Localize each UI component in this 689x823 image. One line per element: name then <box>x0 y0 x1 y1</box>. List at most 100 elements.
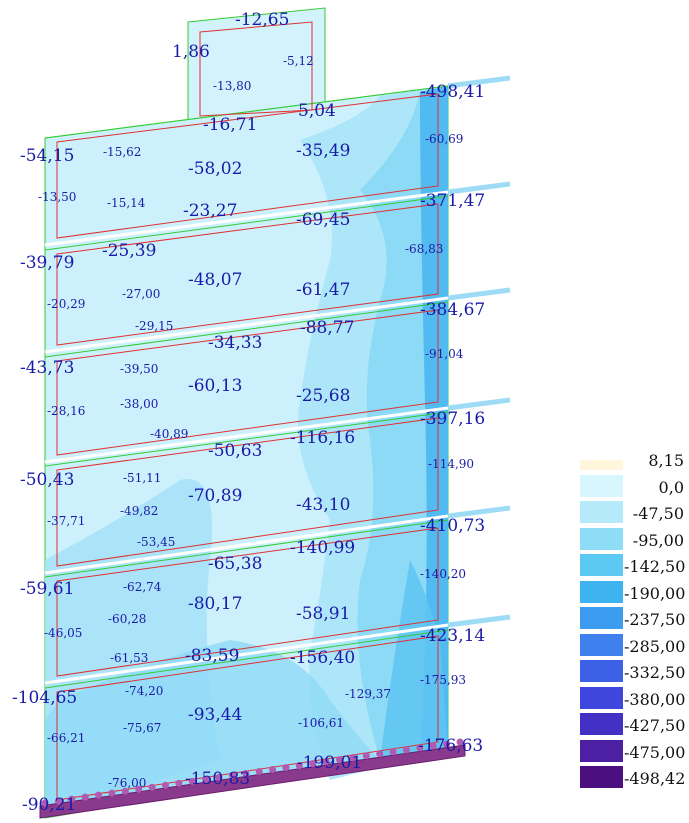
legend-row: 0,0 <box>580 474 685 499</box>
legend-row: -142,50 <box>580 554 685 578</box>
contour-value-label: -88,77 <box>300 318 355 338</box>
legend-value: -475,00 <box>624 742 686 762</box>
legend-value: -427,50 <box>624 716 686 735</box>
contour-value-label: -13,80 <box>213 79 252 93</box>
contour-value-label: -176,63 <box>418 736 484 756</box>
contour-value-label: -60,28 <box>108 612 147 626</box>
support-node <box>68 795 76 803</box>
support-bumps <box>41 738 464 807</box>
contour-value-label: -74,20 <box>125 684 164 698</box>
legend-value: -190,00 <box>624 583 686 603</box>
contour-value-label: -5,12 <box>283 54 314 68</box>
support-node <box>54 797 62 805</box>
legend-swatch <box>580 527 623 550</box>
contour-value-label: -39,79 <box>20 253 75 273</box>
contour-value-label: -53,45 <box>137 535 176 549</box>
contour-value-label: -46,05 <box>44 626 83 640</box>
legend-value: -380,00 <box>624 689 686 709</box>
contour-value-label: -20,29 <box>47 297 86 311</box>
contour-value-label: -83,59 <box>185 646 240 666</box>
support-node <box>95 791 103 799</box>
contour-value-label: -34,33 <box>208 333 263 353</box>
contour-value-label: -25,68 <box>296 386 351 406</box>
support-node <box>456 738 464 746</box>
legend-row: -475,00 <box>580 739 686 764</box>
contour-value-label: -371,47 <box>420 191 486 211</box>
contour-value-label: -58,91 <box>296 604 351 624</box>
support-node <box>295 762 303 770</box>
legend-row: -380,00 <box>580 686 686 711</box>
legend-swatch <box>580 607 623 629</box>
support-node <box>175 779 183 787</box>
support-node <box>242 769 250 777</box>
contour-value-label: -65,38 <box>208 554 263 574</box>
contour-value-label: -69,45 <box>296 210 351 230</box>
support-node <box>202 775 210 783</box>
contour-value-label: -116,16 <box>290 428 356 448</box>
contour-value-label: -140,99 <box>290 538 356 558</box>
contour-value-label: -61,47 <box>296 280 351 300</box>
contour-value-label: -80,17 <box>188 594 243 614</box>
support-node <box>135 785 143 793</box>
support-node <box>429 742 437 750</box>
support-node <box>215 773 223 781</box>
contour-value-label: -156,40 <box>290 648 356 668</box>
contour-value-label: -66,21 <box>47 731 86 745</box>
contour-value-label: -93,44 <box>188 705 243 725</box>
contour-value-label: -106,61 <box>298 716 345 730</box>
legend-row: -498,42 <box>580 766 685 790</box>
contour-value-label: -75,67 <box>123 721 162 735</box>
contour-value-label: -28,16 <box>47 404 86 418</box>
contour-value-label: -384,67 <box>420 300 486 320</box>
legend-row: 8,15 <box>580 448 685 472</box>
contour-value-label: 1,86 <box>172 42 210 62</box>
legend-row: -427,50 <box>580 713 685 737</box>
legend-row: -285,00 <box>580 633 686 658</box>
legend-value: -47,50 <box>632 504 684 523</box>
legend-swatch <box>580 580 623 603</box>
support-node <box>255 768 263 776</box>
foundation-support <box>39 744 466 819</box>
support-node <box>336 756 344 764</box>
support-node <box>148 783 156 791</box>
legend-swatch <box>580 660 623 682</box>
contour-value-label: -50,63 <box>208 441 263 461</box>
legend-value: -95,00 <box>632 530 684 550</box>
legend-value: -285,00 <box>624 636 686 656</box>
contour-value-label: 5,04 <box>298 101 336 121</box>
contour-value-label: -76,00 <box>108 776 147 790</box>
support-node <box>161 781 169 789</box>
legend-swatch <box>580 633 623 656</box>
contour-value-label: -62,74 <box>123 580 162 594</box>
contour-value-label: -175,93 <box>420 673 467 687</box>
legend-value: -332,50 <box>624 663 686 682</box>
contour-value-label: -43,10 <box>296 495 351 515</box>
contour-value-label: -91,04 <box>425 347 464 361</box>
support-node <box>402 746 410 754</box>
contour-value-label: -140,20 <box>420 567 467 581</box>
contour-value-label: -150,83 <box>185 769 251 789</box>
support-node <box>188 777 196 785</box>
support-node <box>362 752 370 760</box>
support-node <box>322 758 330 766</box>
contour-value-label: -40,89 <box>150 427 189 441</box>
contour-value-label: -104,65 <box>12 688 78 708</box>
contour-value-label: -48,07 <box>188 270 243 290</box>
contour-value-label: -38,00 <box>120 397 159 411</box>
support-node <box>269 766 277 774</box>
support-node <box>389 748 397 756</box>
contour-value-label: -15,62 <box>103 145 142 159</box>
support-node <box>228 771 236 779</box>
floor-lines <box>44 85 449 689</box>
contour-value-label: -35,49 <box>296 141 351 161</box>
slab-bands <box>44 190 449 685</box>
contour-value-label: -423,14 <box>420 626 486 646</box>
support-node <box>309 760 317 768</box>
support-node <box>416 744 424 752</box>
contour-value-label: -58,02 <box>188 159 243 179</box>
legend-value: -142,50 <box>624 557 686 576</box>
contour-value-label: -29,15 <box>135 319 174 333</box>
legend-swatch <box>580 766 623 788</box>
legend-swatch <box>580 686 623 709</box>
